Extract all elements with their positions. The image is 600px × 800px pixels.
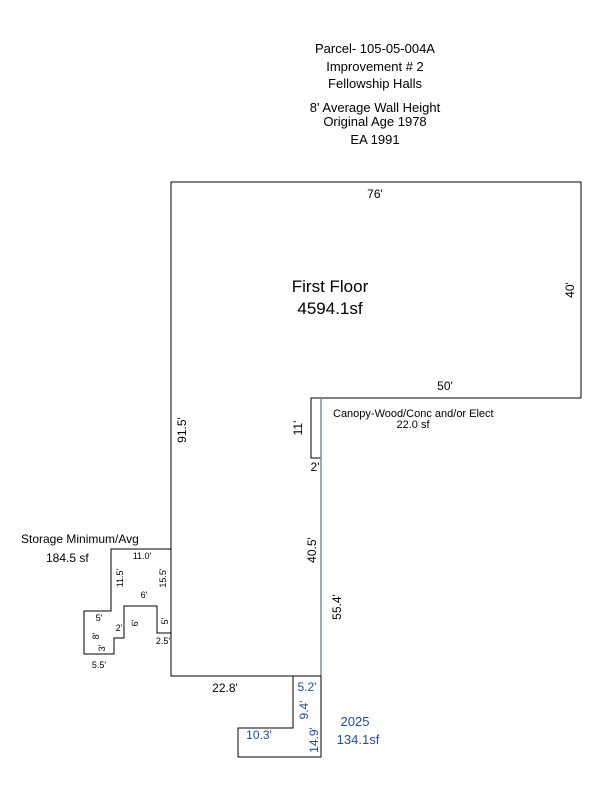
dim-bottom: 22.8' — [212, 681, 238, 695]
dim-right: 40' — [563, 282, 577, 298]
storage-dim-right: 15.5' — [158, 568, 168, 588]
canopy-labels: Canopy-Wood/Conc and/or Elect 22.0 sf 11… — [291, 408, 494, 474]
storage-dim-small: 3' — [97, 644, 107, 651]
storage-dim-step-right: 2.5' — [156, 636, 171, 646]
dim-lower: 55.4' — [330, 594, 344, 620]
first-floor-labels: First Floor 4594.1sf 76' 40' 50' 91.5' 4… — [175, 187, 577, 695]
storage-outline — [83, 548, 171, 655]
storage-area: 184.5 sf — [46, 551, 89, 565]
building-name: Fellowship Halls — [328, 76, 422, 91]
dim-inner: 40.5' — [305, 537, 319, 563]
addition-labels: 2025 134.1sf 5.2' 9.4' 10.3' 14.9' — [246, 680, 380, 753]
header-text: Parcel- 105-05-004A Improvement # 2 Fell… — [310, 41, 441, 147]
dim-top: 76' — [367, 187, 383, 201]
storage-dim-step-2: 2' — [116, 623, 123, 633]
dim-left: 91.5' — [175, 417, 189, 443]
first-floor-area: 4594.1sf — [297, 299, 362, 318]
storage-dim-bottom: 5.5' — [92, 660, 107, 670]
storage-labels: Storage Minimum/Avg 184.5 sf 11.0' 11.5'… — [21, 532, 170, 670]
wall-height-label: 8' Average Wall Height — [310, 100, 441, 115]
storage-dim-left-v: 8' — [91, 632, 101, 639]
canopy-dim-height: 11' — [291, 421, 305, 436]
addition-area: 134.1sf — [337, 732, 380, 747]
dim-step: 50' — [437, 379, 453, 393]
first-floor-label: First Floor — [292, 277, 369, 296]
addition-dim-top: 5.2' — [298, 680, 317, 694]
improvement-label: Improvement # 2 — [326, 59, 424, 74]
canopy-dim-width: 2' — [311, 460, 320, 474]
parcel-label: Parcel- 105-05-004A — [315, 41, 435, 56]
addition-dim-upper: 9.4' — [297, 701, 311, 720]
original-age-label: Original Age 1978 — [323, 114, 426, 129]
storage-dim-mid: 6' — [141, 590, 148, 600]
storage-dim-mid-v: 6' — [130, 619, 140, 626]
addition-dim-right: 14.9' — [307, 727, 321, 753]
addition-label: 2025 — [341, 714, 370, 729]
storage-dim-step-left: 5' — [96, 613, 103, 623]
addition-dim-width: 10.3' — [246, 728, 272, 742]
storage-dim-left: 11.5' — [115, 568, 125, 587]
canopy-outline — [310, 397, 322, 459]
addition-outline — [237, 676, 322, 758]
first-floor-outline — [170, 181, 582, 677]
storage-dim-right-low: 5' — [160, 617, 170, 624]
storage-dim-top: 11.0' — [133, 551, 152, 561]
storage-label: Storage Minimum/Avg — [21, 532, 139, 546]
ea-label: EA 1991 — [350, 132, 399, 147]
canopy-label: Canopy-Wood/Conc and/or Elect — [333, 408, 494, 420]
canopy-area: 22.0 sf — [396, 419, 430, 431]
